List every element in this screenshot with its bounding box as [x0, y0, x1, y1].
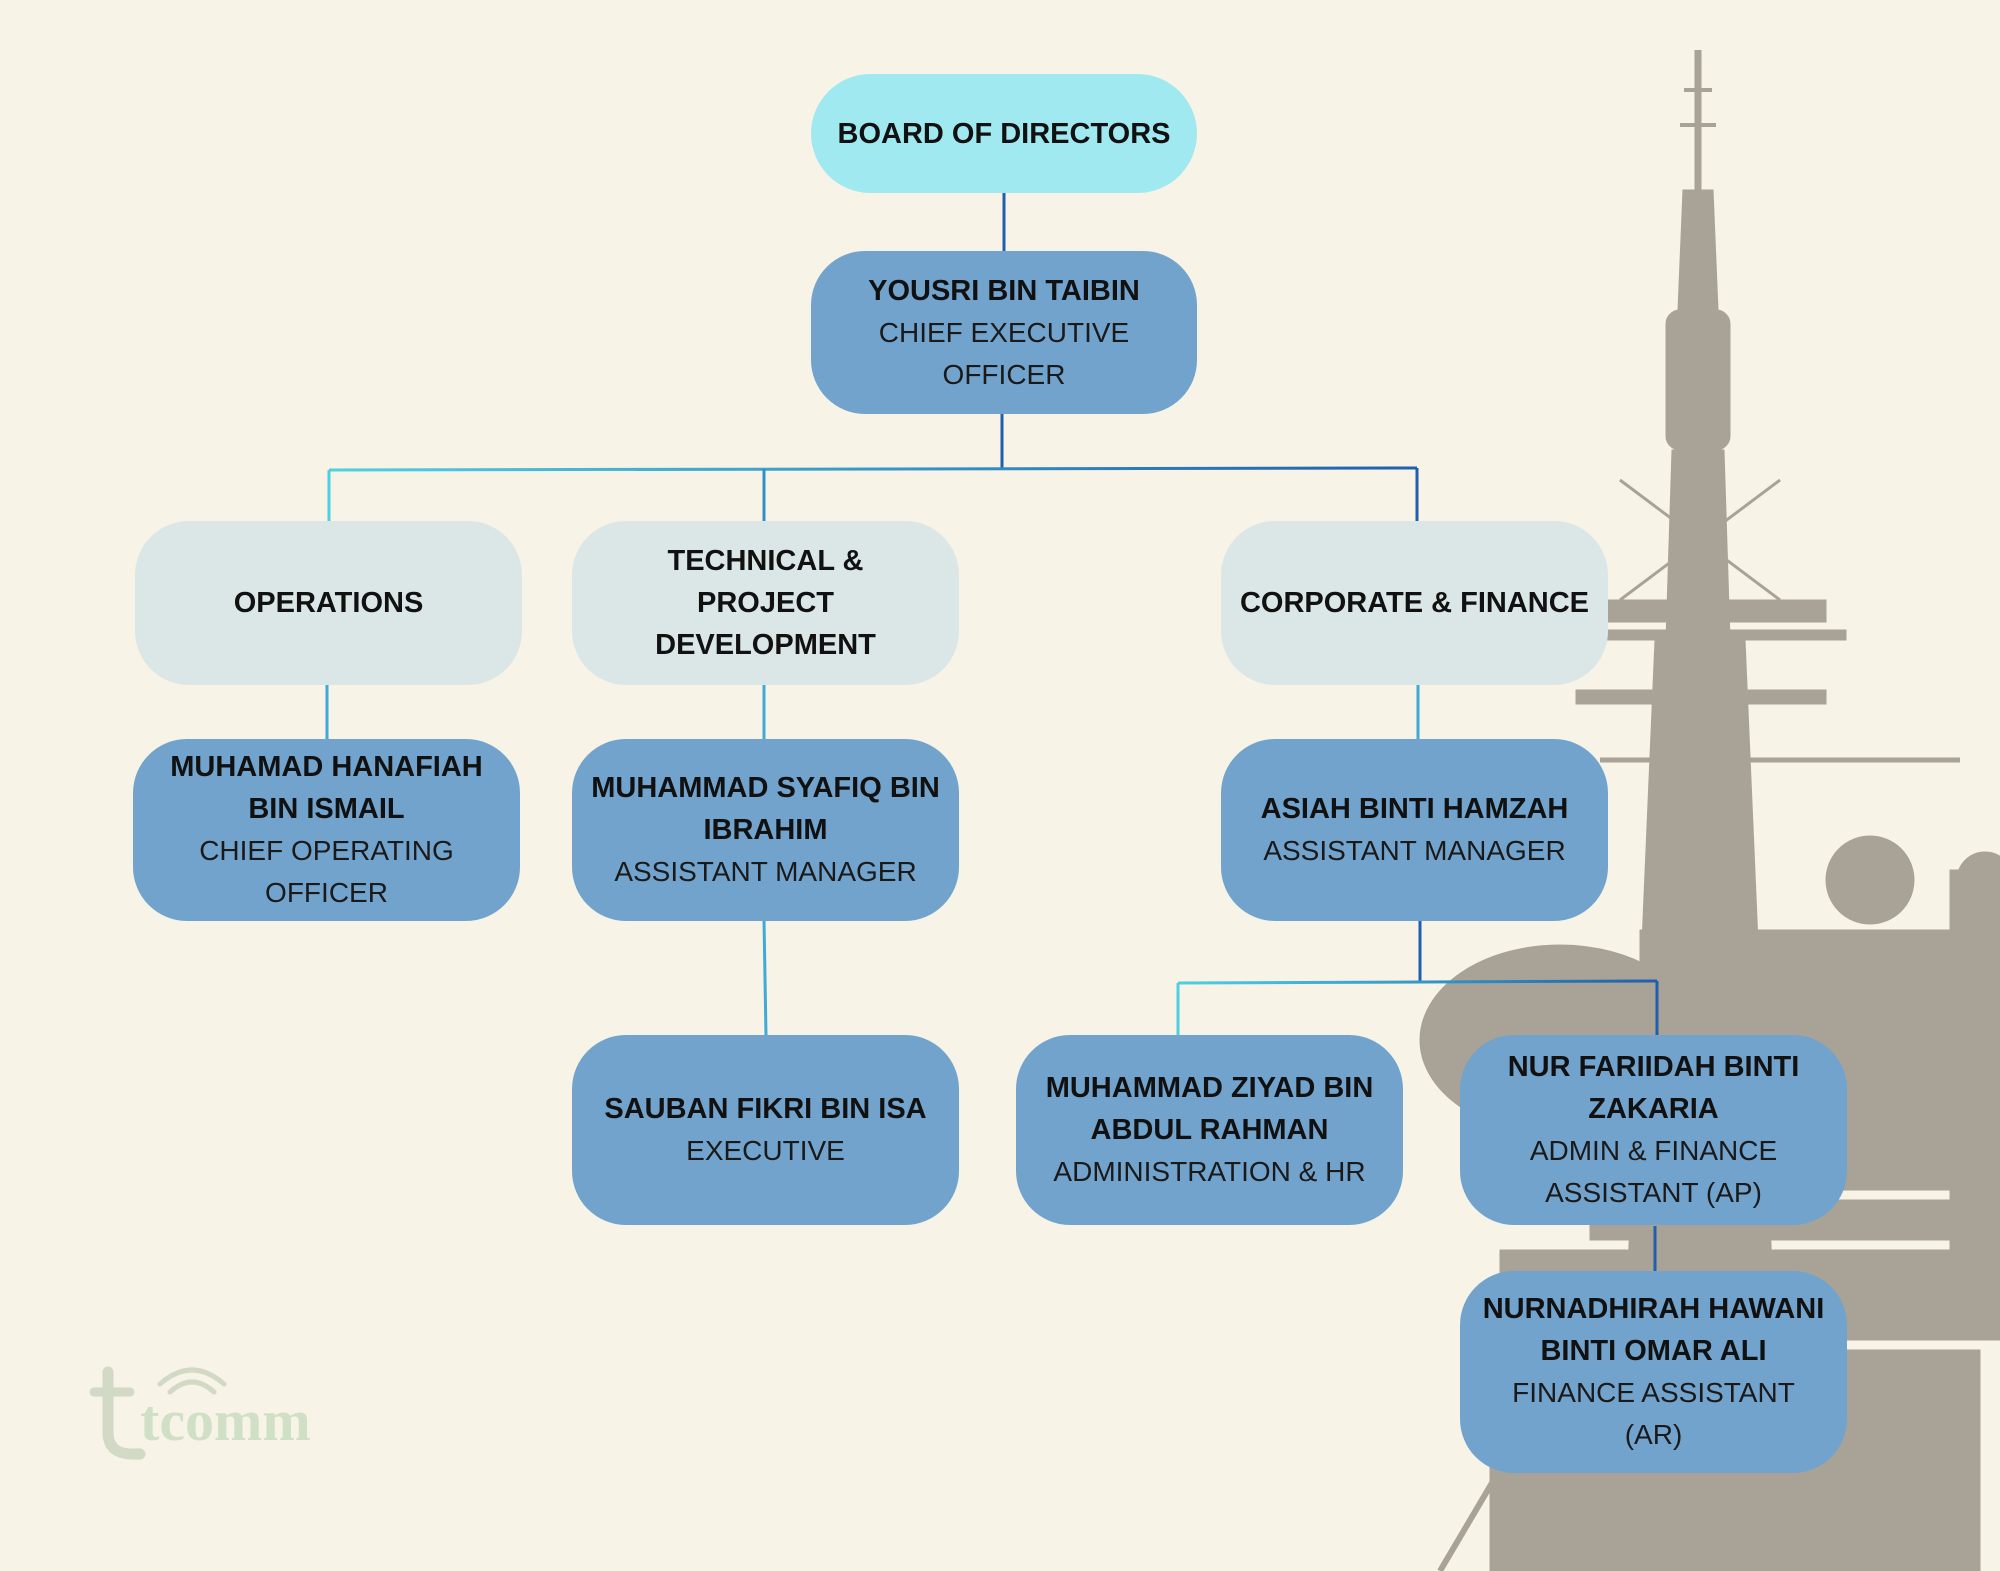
corp-manager-box: ASIAH BINTI HAMZAH ASSISTANT MANAGER: [1221, 739, 1608, 921]
tcomm-logo: tcomm: [89, 1366, 311, 1460]
admin-hr-role: ADMINISTRATION & HR: [1053, 1156, 1366, 1187]
admin-hr-name: MUHAMMAD ZIYAD BIN ABDUL RAHMAN: [1045, 1072, 1374, 1146]
ceo-name: YOUSRI BIN TAIBIN: [868, 274, 1140, 307]
finance-ap-box: NUR FARIIDAH BINTI ZAKARIA ADMIN & FINAN…: [1460, 1035, 1847, 1225]
tech-executive-box: SAUBAN FIKRI BIN ISA EXECUTIVE: [572, 1035, 959, 1225]
corp-manager-name: ASIAH BINTI HAMZAH: [1260, 793, 1569, 825]
finance-ar-box: NURNADHIRAH HAWANI BINTI OMAR ALI FINANC…: [1460, 1271, 1847, 1473]
coo-role: CHIEF OPERATING OFFICER: [199, 835, 454, 908]
board-title: BOARD OF DIRECTORS: [837, 117, 1171, 150]
finance-ar-role: FINANCE ASSISTANT (AR): [1512, 1377, 1795, 1450]
corp-manager-role: ASSISTANT MANAGER: [1263, 835, 1566, 866]
technical-title: TECHNICAL & PROJECT DEVELOPMENT: [655, 545, 876, 661]
ceo-role: CHIEF EXECUTIVE OFFICER: [878, 316, 1130, 390]
tech-manager-name: MUHAMMAD SYAFIQ BIN IBRAHIM: [591, 772, 940, 846]
corporate-title: CORPORATE & FINANCE: [1239, 587, 1590, 619]
connector-departments-bus: [328, 466, 1418, 472]
technical-department-box: TECHNICAL & PROJECT DEVELOPMENT: [572, 521, 959, 685]
board-of-directors-box: BOARD OF DIRECTORS: [811, 74, 1197, 193]
admin-hr-box: MUHAMMAD ZIYAD BIN ABDUL RAHMAN ADMINIST…: [1016, 1035, 1403, 1225]
operations-department-box: OPERATIONS: [135, 521, 522, 685]
connector-finance-bus: [1177, 979, 1658, 985]
tech-executive-role: EXECUTIVE: [686, 1135, 845, 1166]
tcomm-logo-text: tcomm: [140, 1388, 311, 1453]
dotted-frame: [45, 39, 1955, 1518]
operations-title: OPERATIONS: [233, 587, 424, 619]
finance-ap-role: ADMIN & FINANCE ASSISTANT (AP): [1529, 1135, 1778, 1208]
ceo-box: YOUSRI BIN TAIBIN CHIEF EXECUTIVE OFFICE…: [811, 251, 1197, 414]
tech-manager-box: MUHAMMAD SYAFIQ BIN IBRAHIM ASSISTANT MA…: [572, 739, 959, 921]
finance-ar-name: NURNADHIRAH HAWANI BINTI OMAR ALI: [1482, 1293, 1825, 1367]
coo-box: MUHAMAD HANAFIAH BIN ISMAIL CHIEF OPERAT…: [133, 739, 520, 921]
tech-manager-role: ASSISTANT MANAGER: [614, 856, 917, 887]
connector-manager-executive: [762, 919, 768, 1037]
finance-ap-name: NUR FARIIDAH BINTI ZAKARIA: [1507, 1051, 1800, 1125]
tech-executive-name: SAUBAN FIKRI BIN ISA: [604, 1093, 927, 1125]
coo-name: MUHAMAD HANAFIAH BIN ISMAIL: [170, 751, 483, 825]
corporate-department-box: CORPORATE & FINANCE: [1221, 521, 1608, 685]
